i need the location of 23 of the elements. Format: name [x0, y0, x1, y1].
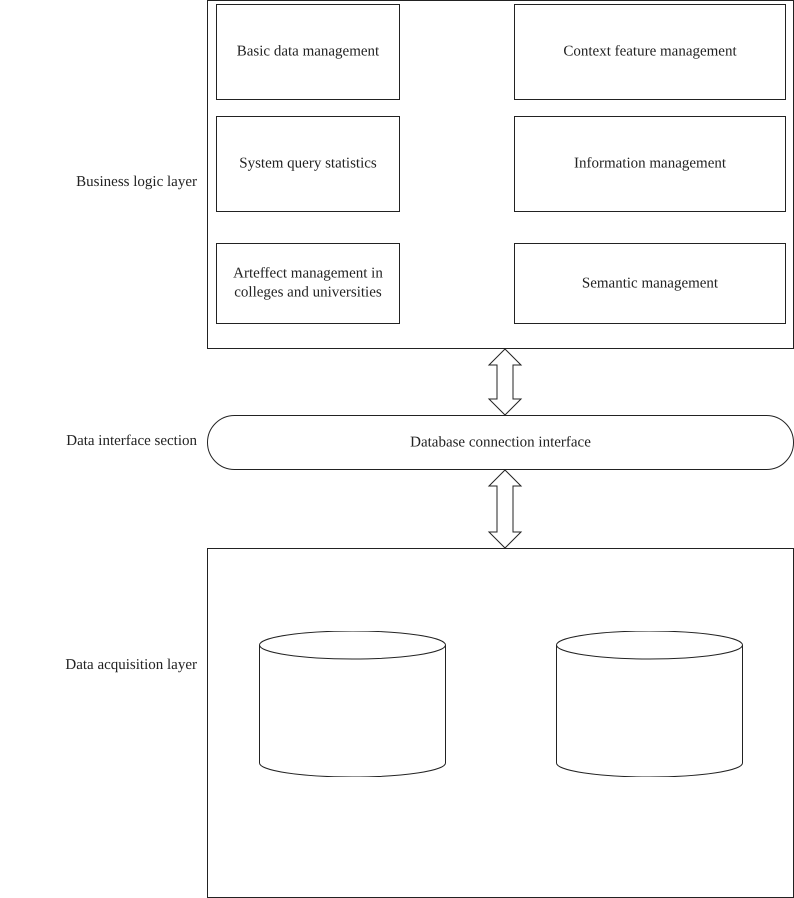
- process-box: [216, 116, 400, 212]
- process-box: [514, 4, 786, 100]
- double-block-arrow: [488, 348, 522, 416]
- database-cylinder: [556, 631, 743, 777]
- node-label: Context feature management: [562, 42, 738, 62]
- layer-panel: [207, 548, 794, 898]
- layer-label: Data interface section: [66, 433, 197, 450]
- process-box: [216, 4, 400, 100]
- layer-label: Data acquisition layer: [65, 657, 197, 674]
- node-label: Basic data management: [236, 42, 380, 62]
- process-box: [216, 243, 400, 324]
- node-label: System query statistics: [238, 154, 378, 174]
- database-cylinder: [259, 631, 446, 777]
- node-label: Semantic management: [580, 274, 720, 293]
- process-box: [514, 243, 786, 324]
- interface-pill: [207, 415, 794, 470]
- layer-label: Business logic layer: [76, 174, 197, 191]
- node-label: Information management: [572, 154, 728, 174]
- process-box: [514, 116, 786, 212]
- layer-panel: [207, 0, 794, 349]
- node-label: Database connection interface: [409, 432, 592, 452]
- node-label: Arteffect management in colleges and universities: [232, 264, 384, 302]
- double-block-arrow: [488, 469, 522, 549]
